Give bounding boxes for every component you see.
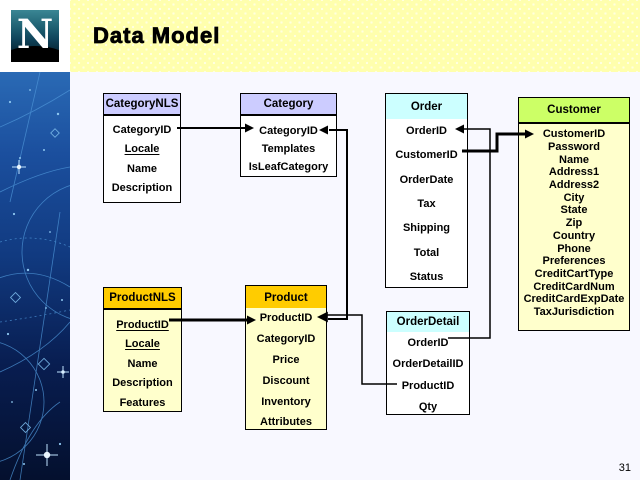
logo-corner: N: [0, 0, 70, 72]
field-customer-password: Password: [548, 141, 600, 154]
entity-fields: OrderID OrderDetailID ProductID Qty: [387, 332, 469, 414]
entity-title-orderdetail: OrderDetail: [387, 312, 469, 334]
field-customer-creditcardexpdate: CreditCardExpDate: [523, 293, 625, 306]
field-order-orderid: OrderID: [406, 125, 447, 138]
entity-title-categorynls: CategoryNLS: [104, 94, 180, 116]
slide-number: 31: [618, 462, 631, 474]
field-categorynls-name: Name: [127, 162, 157, 175]
field-customer-name: Name: [559, 153, 589, 166]
field-product-inventory: Inventory: [261, 395, 311, 408]
field-product-price: Price: [272, 353, 300, 366]
entity-title-product: Product: [246, 286, 326, 311]
constellation-art: [0, 72, 70, 480]
entity-orderdetail: OrderDetail OrderID OrderDetailID ProductI…: [386, 311, 470, 415]
field-category-categoryid: CategoryID: [259, 125, 318, 137]
field-category-isleafcategory: IsLeafCategory: [248, 161, 329, 173]
field-customer-zip: Zip: [565, 217, 583, 230]
field-orderdetail-orderid: OrderID: [407, 336, 449, 349]
field-customer-country: Country: [552, 229, 596, 242]
field-categorynls-description: Description: [111, 182, 173, 195]
field-customer-address2: Address2: [548, 179, 600, 192]
field-customer-taxjurisdiction: TaxJurisdiction: [533, 305, 615, 318]
field-productnls-features: Features: [119, 396, 166, 409]
relationship-ProductNLS.ProductID-to-Product.ProductID: [169, 315, 256, 325]
field-order-orderdate: OrderDate: [399, 173, 454, 186]
field-customer-state: State: [560, 204, 588, 217]
field-product-discount: Discount: [262, 374, 310, 387]
field-orderdetail-orderdetailid: OrderDetailID: [392, 358, 464, 371]
field-order-tax: Tax: [417, 198, 436, 211]
field-customer-address1: Address1: [548, 166, 600, 179]
field-customer-creditcarttype: CreditCartType: [534, 267, 614, 280]
field-customer-city: City: [563, 191, 585, 204]
field-product-productid: ProductID: [259, 312, 313, 325]
field-customer-preferences: Preferences: [542, 255, 606, 268]
title-bar: Data Model: [70, 0, 640, 72]
entity-title-productnls: ProductNLS: [104, 288, 181, 310]
field-categorynls-locale: Locale: [124, 143, 160, 156]
field-product-categoryid: CategoryID: [256, 333, 316, 346]
field-productnls-locale: Locale: [125, 338, 160, 351]
field-category-templates: Templates: [261, 143, 316, 155]
field-order-total: Total: [413, 246, 440, 259]
field-customer-phone: Phone: [557, 242, 591, 255]
field-productnls-name: Name: [127, 357, 158, 370]
field-productnls-description: Description: [112, 377, 173, 390]
field-order-shipping: Shipping: [402, 222, 451, 235]
field-order-status: Status: [409, 270, 444, 283]
netscape-logo-icon: N: [11, 10, 59, 62]
field-order-customerid: CustomerID: [395, 149, 458, 162]
logo-hill-shape: [11, 46, 59, 62]
field-productnls-productid: ProductID: [116, 318, 169, 331]
field-categorynls-categoryid: CategoryID: [112, 123, 172, 136]
entity-title-customer: Customer: [519, 98, 629, 124]
field-customer-customerid: CustomerID: [542, 128, 606, 141]
field-product-attributes: Attributes: [260, 416, 312, 429]
field-customer-creditcardnum: CreditCardNum: [533, 280, 615, 293]
entity-title-order: Order: [386, 94, 467, 121]
field-orderdetail-qty: Qty: [418, 401, 438, 414]
page-title: Data Model: [93, 23, 221, 49]
field-orderdetail-productid: ProductID: [401, 379, 455, 392]
entity-title-category: Category: [241, 94, 336, 116]
logo-letter: N: [16, 11, 54, 58]
